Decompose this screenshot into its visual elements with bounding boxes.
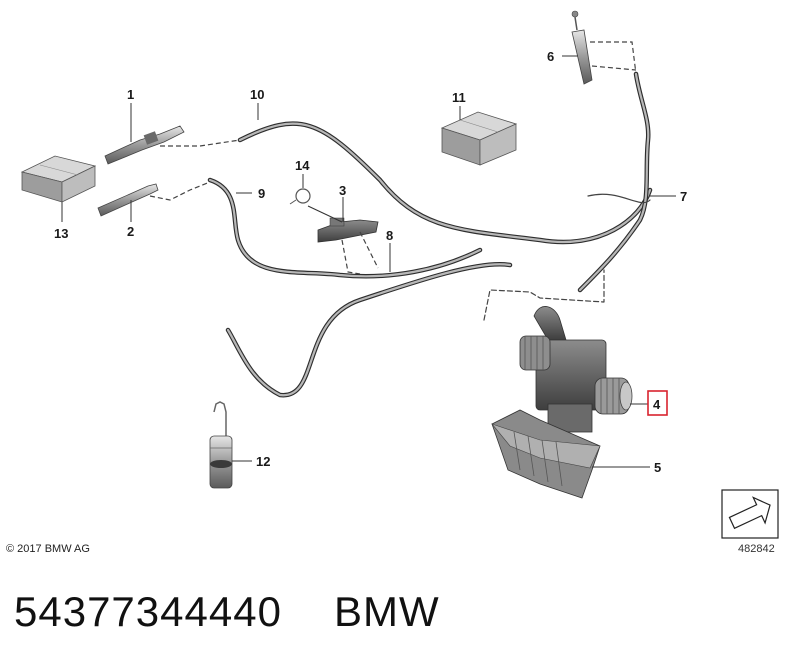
reference-number: 482842 xyxy=(738,543,775,555)
callout-12: 12 xyxy=(256,454,270,469)
part-number: 54377344440 xyxy=(14,588,282,635)
callout-2: 2 xyxy=(127,224,134,239)
wiring-harness-7 xyxy=(483,71,651,321)
wiring-harness-9 xyxy=(207,177,483,279)
part-3-sensor xyxy=(307,205,379,275)
part-6-sensor xyxy=(571,10,637,85)
callout-13: 13 xyxy=(54,226,68,241)
part-5-tray xyxy=(491,409,601,499)
part-caption: 54377344440 BMW xyxy=(14,588,440,636)
brand-name: BMW xyxy=(333,588,440,635)
wiring-harness-8 xyxy=(225,262,513,398)
part-14-clip xyxy=(289,188,311,205)
parts-diagram: 1 2 3 4 5 6 7 8 9 10 11 12 13 14 xyxy=(20,10,779,539)
callout-14: 14 xyxy=(295,158,310,173)
highlight-box-4 xyxy=(647,390,668,416)
callout-6: 6 xyxy=(547,49,554,64)
part-12-adapter xyxy=(209,401,233,489)
callout-9: 9 xyxy=(258,186,265,201)
callout-7: 7 xyxy=(680,189,687,204)
part-11-box xyxy=(440,111,518,166)
wiring-harness-10 xyxy=(237,121,653,245)
callout-8: 8 xyxy=(386,228,393,243)
callout-3: 3 xyxy=(339,183,346,198)
part-13-box xyxy=(20,155,97,203)
part-4-compressor xyxy=(519,306,633,433)
callout-10: 10 xyxy=(250,87,264,102)
callout-5: 5 xyxy=(654,460,661,475)
callout-4: 4 xyxy=(653,397,661,412)
callout-1: 1 xyxy=(127,87,134,102)
reference-arrow-icon xyxy=(721,489,779,539)
copyright-notice: © 2017 BMW AG xyxy=(6,543,90,555)
part-2-sensor xyxy=(97,181,211,217)
part-1-sensor xyxy=(104,125,241,165)
callout-11: 11 xyxy=(452,90,466,105)
